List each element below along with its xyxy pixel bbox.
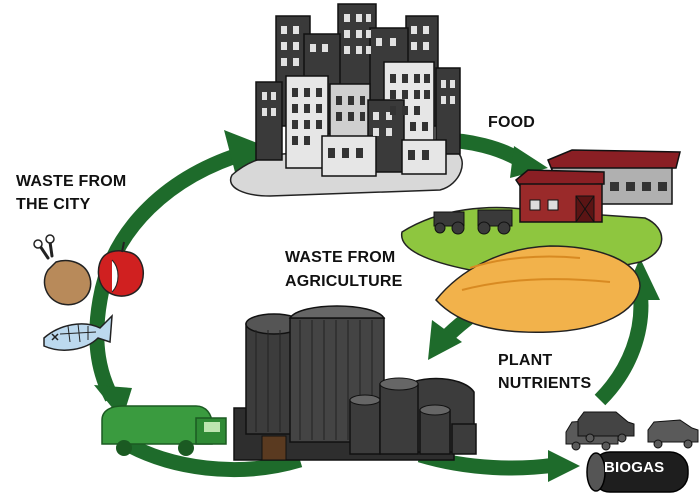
arrowhead-agri [428, 320, 462, 360]
label-plant-line2: NUTRIENTS [498, 375, 592, 392]
city-icon [229, 3, 463, 197]
label-waste-agri-line2: AGRICULTURE [285, 273, 403, 290]
garbage-truck-icon [101, 405, 227, 456]
label-food: FOOD [488, 114, 536, 131]
label-waste-agri-line1: WASTE FROM [285, 249, 396, 266]
biogas-tank-icon [586, 451, 689, 493]
fish-bones-icon [43, 314, 113, 351]
food-waste-icon [33, 234, 144, 306]
biogas-plant-icon [233, 305, 477, 461]
label-biogas: BIOGAS [604, 459, 665, 476]
arrow-nutrients-to-farm [594, 289, 649, 406]
car-icon [565, 411, 699, 451]
arrowhead-biogas [548, 450, 580, 482]
label-waste-city-line1: WASTE FROM [16, 173, 127, 190]
label-plant-line1: PLANT [498, 352, 553, 369]
label-waste-city-line2: THE CITY [16, 196, 91, 213]
arrow-truck-to-plant [116, 433, 303, 478]
arrowhead-left-top [224, 130, 270, 176]
fields-icon [435, 245, 641, 334]
